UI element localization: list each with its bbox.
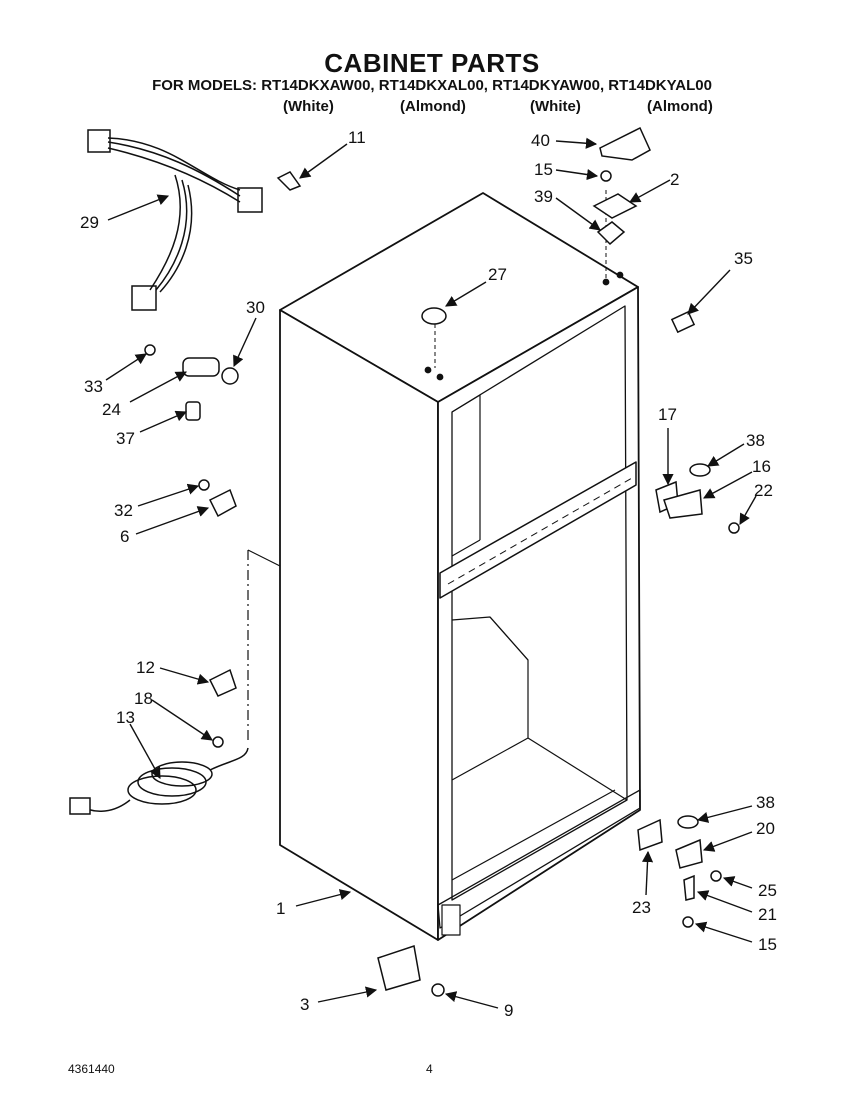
callout-15-bottom: 15 (758, 935, 777, 954)
color-label-almond-1: (Almond) (400, 98, 466, 115)
power-cord-13 (69, 747, 249, 815)
clip-6 (208, 488, 237, 518)
washer-38-upper (689, 463, 711, 477)
screw-15-bottom (682, 916, 694, 928)
page-title: CABINET PARTS (324, 48, 540, 78)
callout-6: 6 (120, 527, 129, 546)
callout-38-lower: 38 (756, 793, 775, 812)
clip-12 (208, 668, 237, 697)
callout-21: 21 (758, 905, 777, 924)
screw-22 (728, 522, 740, 534)
screw-11 (276, 171, 302, 191)
pin-21 (683, 874, 695, 901)
wire-harness-29 (87, 129, 263, 311)
screw-15-top (600, 170, 612, 182)
bottom-hinge-20 (675, 838, 703, 869)
button-27 (421, 307, 447, 325)
callout-30: 30 (246, 298, 265, 317)
screw-33 (144, 344, 156, 356)
callout-27: 27 (488, 265, 507, 284)
models-line: FOR MODELS: RT14DKXAW00, RT14DKXAL00, RT… (152, 77, 712, 94)
screw-9 (431, 983, 445, 997)
page-number: 4 (426, 1062, 433, 1076)
callout-24: 24 (102, 400, 121, 419)
callout-18: 18 (134, 689, 153, 708)
hinge-16 (663, 489, 703, 519)
color-label-almond-2: (Almond) (647, 98, 713, 115)
callout-3: 3 (300, 995, 309, 1014)
shim-23 (637, 818, 663, 852)
hinge-cover-40 (599, 126, 651, 161)
screw-25 (710, 870, 722, 882)
doc-number: 4361440 (68, 1062, 115, 1076)
callout-20: 20 (756, 819, 775, 838)
callout-29: 29 (80, 213, 99, 232)
callout-12: 12 (136, 658, 155, 677)
grommet-30 (221, 367, 239, 385)
cabinet (247, 190, 641, 941)
callout-9: 9 (504, 1001, 513, 1020)
callout-numbers: 11 40 15 2 39 35 27 29 30 33 24 37 32 6 … (80, 128, 777, 1020)
leaders (105, 137, 757, 1009)
plug-35 (670, 310, 696, 334)
nut-18 (212, 736, 224, 748)
callout-40: 40 (531, 131, 550, 150)
color-label-white-1: (White) (283, 98, 334, 115)
callout-17: 17 (658, 405, 677, 424)
callout-22: 22 (754, 481, 773, 500)
callout-16: 16 (752, 457, 771, 476)
top-hinge-2 (592, 193, 638, 219)
callout-37: 37 (116, 429, 135, 448)
bracket-24 (182, 357, 220, 377)
callout-35: 35 (734, 249, 753, 268)
spacer-37 (185, 401, 201, 421)
callout-1: 1 (276, 899, 285, 918)
callout-32: 32 (114, 501, 133, 520)
color-label-white-2: (White) (530, 98, 581, 115)
parts (69, 126, 740, 997)
callout-13: 13 (116, 708, 135, 727)
callout-25: 25 (758, 881, 777, 900)
screw-32 (198, 479, 210, 491)
callout-33: 33 (84, 377, 103, 396)
callout-11: 11 (348, 128, 366, 147)
callout-15-top: 15 (534, 160, 553, 179)
callout-2: 2 (670, 170, 679, 189)
callout-38-upper: 38 (746, 431, 765, 450)
leveling-leg-3 (377, 945, 421, 991)
washer-38-lower (677, 815, 699, 829)
hinge-shim-39 (596, 221, 626, 246)
callout-23: 23 (632, 898, 651, 917)
callout-39: 39 (534, 187, 553, 206)
